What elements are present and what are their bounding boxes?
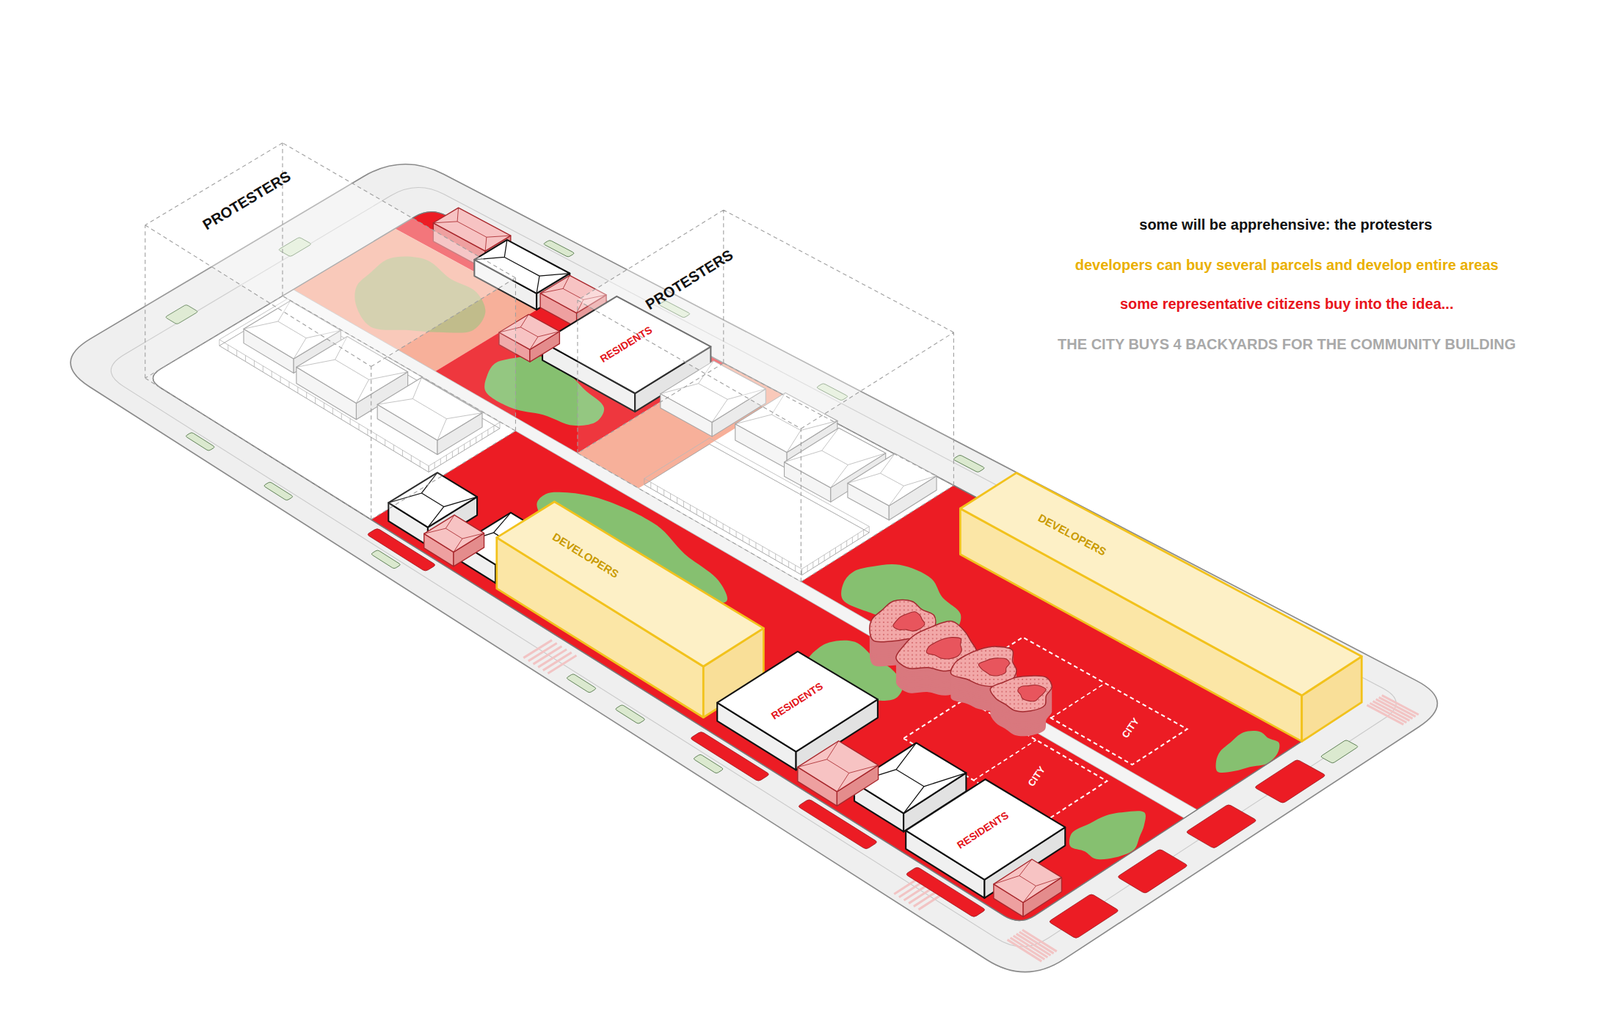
protester-volume-top bbox=[145, 143, 516, 367]
house-ridge bbox=[797, 741, 879, 792]
city-backyard-divider bbox=[973, 739, 1037, 781]
community-building bbox=[869, 600, 1052, 737]
parked-car bbox=[264, 482, 293, 500]
community-building-skylight bbox=[1017, 685, 1046, 702]
parked-car bbox=[693, 754, 723, 773]
parked-car bbox=[615, 705, 645, 724]
protester-volume-edges bbox=[145, 143, 516, 520]
protester-volume bbox=[145, 143, 516, 520]
community-building-skylight bbox=[926, 637, 963, 660]
developer-block-roof bbox=[960, 472, 1362, 696]
parked-car bbox=[953, 455, 985, 472]
crosswalk bbox=[1366, 695, 1418, 726]
legend-note: some will be apprehensive: the protester… bbox=[1139, 215, 1432, 234]
house-ridge bbox=[993, 859, 1063, 903]
protester-volume-edges bbox=[577, 209, 954, 583]
red-parking-bay bbox=[1255, 760, 1325, 803]
house-roof bbox=[993, 859, 1063, 903]
parked-car bbox=[1321, 740, 1358, 764]
parked-car bbox=[185, 433, 214, 451]
crosswalk bbox=[523, 640, 577, 674]
house-roof bbox=[424, 515, 485, 553]
community-building-skylight bbox=[893, 612, 925, 632]
developer-block bbox=[960, 472, 1362, 742]
resident-house-roof bbox=[717, 651, 878, 752]
parked-car bbox=[566, 674, 596, 693]
red-parking-bay bbox=[1118, 849, 1187, 894]
community-building-texture bbox=[990, 675, 1052, 712]
house bbox=[424, 515, 485, 567]
protester-volume bbox=[577, 209, 954, 583]
legend-note: developers can buy several parcels and d… bbox=[1075, 256, 1499, 274]
house bbox=[993, 859, 1063, 917]
house-roof bbox=[797, 741, 879, 792]
house bbox=[797, 741, 879, 807]
legend-note: some representative citizens buy into th… bbox=[1120, 295, 1454, 313]
community-building-roof bbox=[990, 675, 1052, 712]
house-ridge bbox=[424, 515, 485, 553]
crosswalk bbox=[1006, 929, 1057, 962]
community-building-skylight bbox=[978, 658, 1010, 676]
red-parking-bay bbox=[1186, 805, 1256, 848]
city-backyard-divider bbox=[1051, 683, 1106, 718]
green-space bbox=[1069, 811, 1146, 860]
red-parking-bay bbox=[1049, 894, 1118, 938]
green-space bbox=[1216, 731, 1280, 773]
legend-note: THE CITY BUYS 4 BACKYARDS FOR THE COMMUN… bbox=[1057, 335, 1516, 354]
parked-car bbox=[543, 240, 574, 257]
protester-volume-top bbox=[577, 209, 954, 429]
